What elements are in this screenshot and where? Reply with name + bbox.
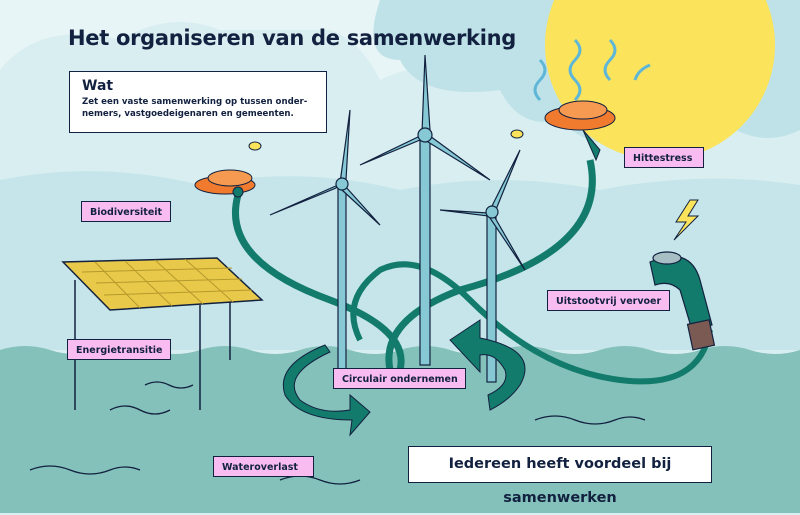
flower-stem xyxy=(231,194,405,371)
wat-text: Zet een vaste samenwerking op tussen ond… xyxy=(82,97,308,119)
waves xyxy=(29,381,646,485)
label-hittestress: Hittestress xyxy=(624,147,704,168)
cable xyxy=(350,261,713,385)
page-title: Het organiseren van de samenwerking xyxy=(68,26,517,50)
heat-waves-icon xyxy=(533,38,651,102)
label-uitstootvrij-vervoer: Uitstootvrij vervoer xyxy=(547,290,671,311)
bee-icon xyxy=(248,129,524,151)
circular-arrows-icon xyxy=(283,319,526,437)
charging-plug-icon xyxy=(649,251,716,351)
lightning-icon xyxy=(673,199,700,241)
label-circulair-ondernemen: Circulair ondernemen xyxy=(333,368,466,389)
wat-heading: Wat xyxy=(82,78,114,94)
label-biodiversiteit: Biodiversiteit xyxy=(81,201,172,222)
flower-stem xyxy=(385,159,596,371)
wind-turbine-icon xyxy=(269,54,526,383)
footer-statement: Iedereen heeft voordeel bij samenwerken xyxy=(408,446,712,506)
flower-icon xyxy=(194,100,616,198)
wat-box: Wat Zet een vaste samenwerking op tussen… xyxy=(69,71,327,133)
label-wateroverlast: Wateroverlast xyxy=(213,456,314,477)
label-energietransitie: Energietransitie xyxy=(67,339,172,360)
cloud xyxy=(0,0,480,80)
